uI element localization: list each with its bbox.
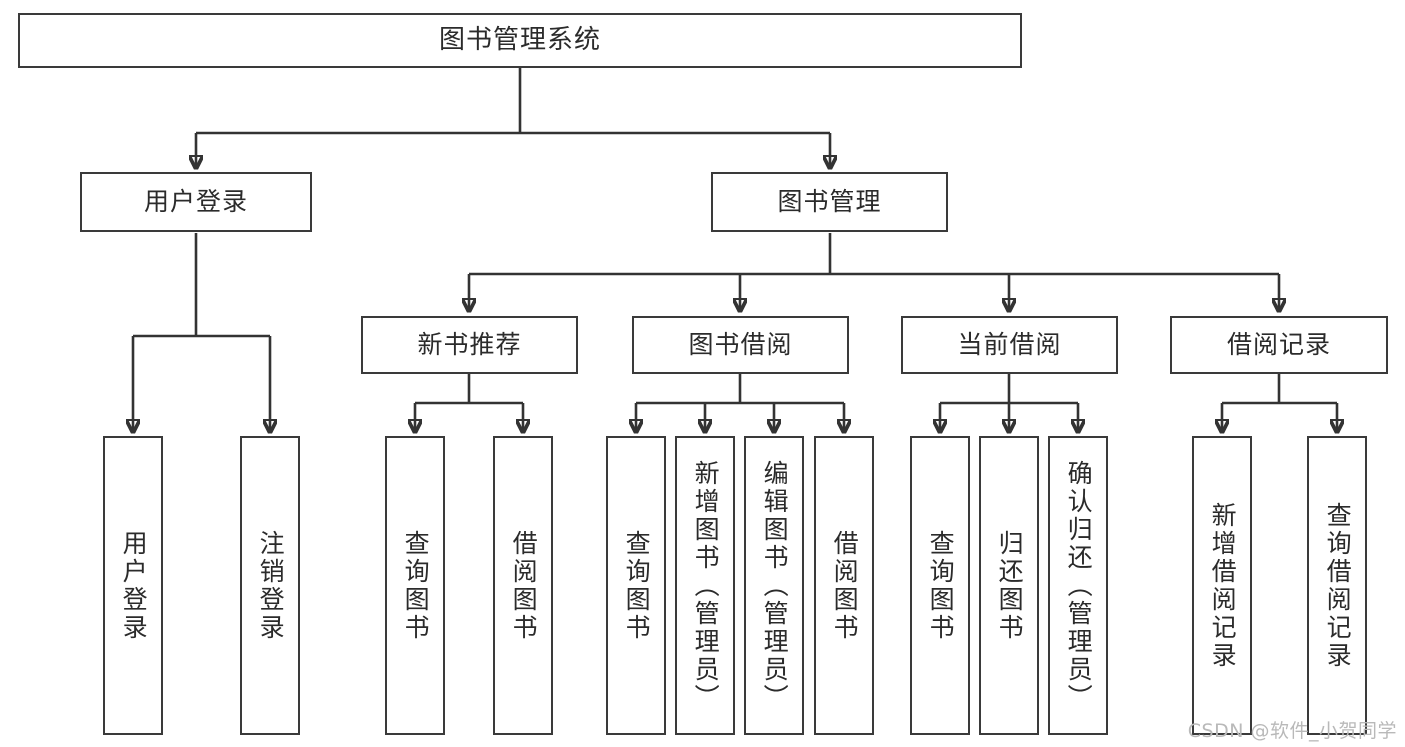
leaf-logout-login[interactable]: 注销登录: [240, 436, 300, 735]
node-borrow-record[interactable]: 借阅记录: [1170, 316, 1388, 374]
leaf-borrow-book-borrow[interactable]: 借阅图书: [814, 436, 874, 735]
leaf-query-book-current[interactable]: 查询图书: [910, 436, 970, 735]
leaf-query-book-borrow[interactable]: 查询图书: [606, 436, 666, 735]
csdn-watermark: CSDN @软件_小贺同学: [1187, 720, 1397, 742]
node-current-borrow[interactable]: 当前借阅: [901, 316, 1118, 374]
node-root-book-management-system[interactable]: 图书管理系统: [18, 13, 1022, 68]
leaf-confirm-return-admin[interactable]: 确认归还（管理员）: [1048, 436, 1108, 735]
node-new-book-recommend[interactable]: 新书推荐: [361, 316, 578, 374]
node-book-management[interactable]: 图书管理: [711, 172, 948, 232]
leaf-user-login[interactable]: 用户登录: [103, 436, 163, 735]
node-user-login[interactable]: 用户登录: [80, 172, 312, 232]
node-book-borrow[interactable]: 图书借阅: [632, 316, 849, 374]
leaf-query-borrow-record[interactable]: 查询借阅记录: [1307, 436, 1367, 735]
leaf-return-book[interactable]: 归还图书: [979, 436, 1039, 735]
leaf-add-book-admin[interactable]: 新增图书（管理员）: [675, 436, 735, 735]
leaf-borrow-book-recommend[interactable]: 借阅图书: [493, 436, 553, 735]
leaf-edit-book-admin[interactable]: 编辑图书（管理员）: [744, 436, 804, 735]
leaf-query-book-recommend[interactable]: 查询图书: [385, 436, 445, 735]
leaf-add-borrow-record[interactable]: 新增借阅记录: [1192, 436, 1252, 735]
